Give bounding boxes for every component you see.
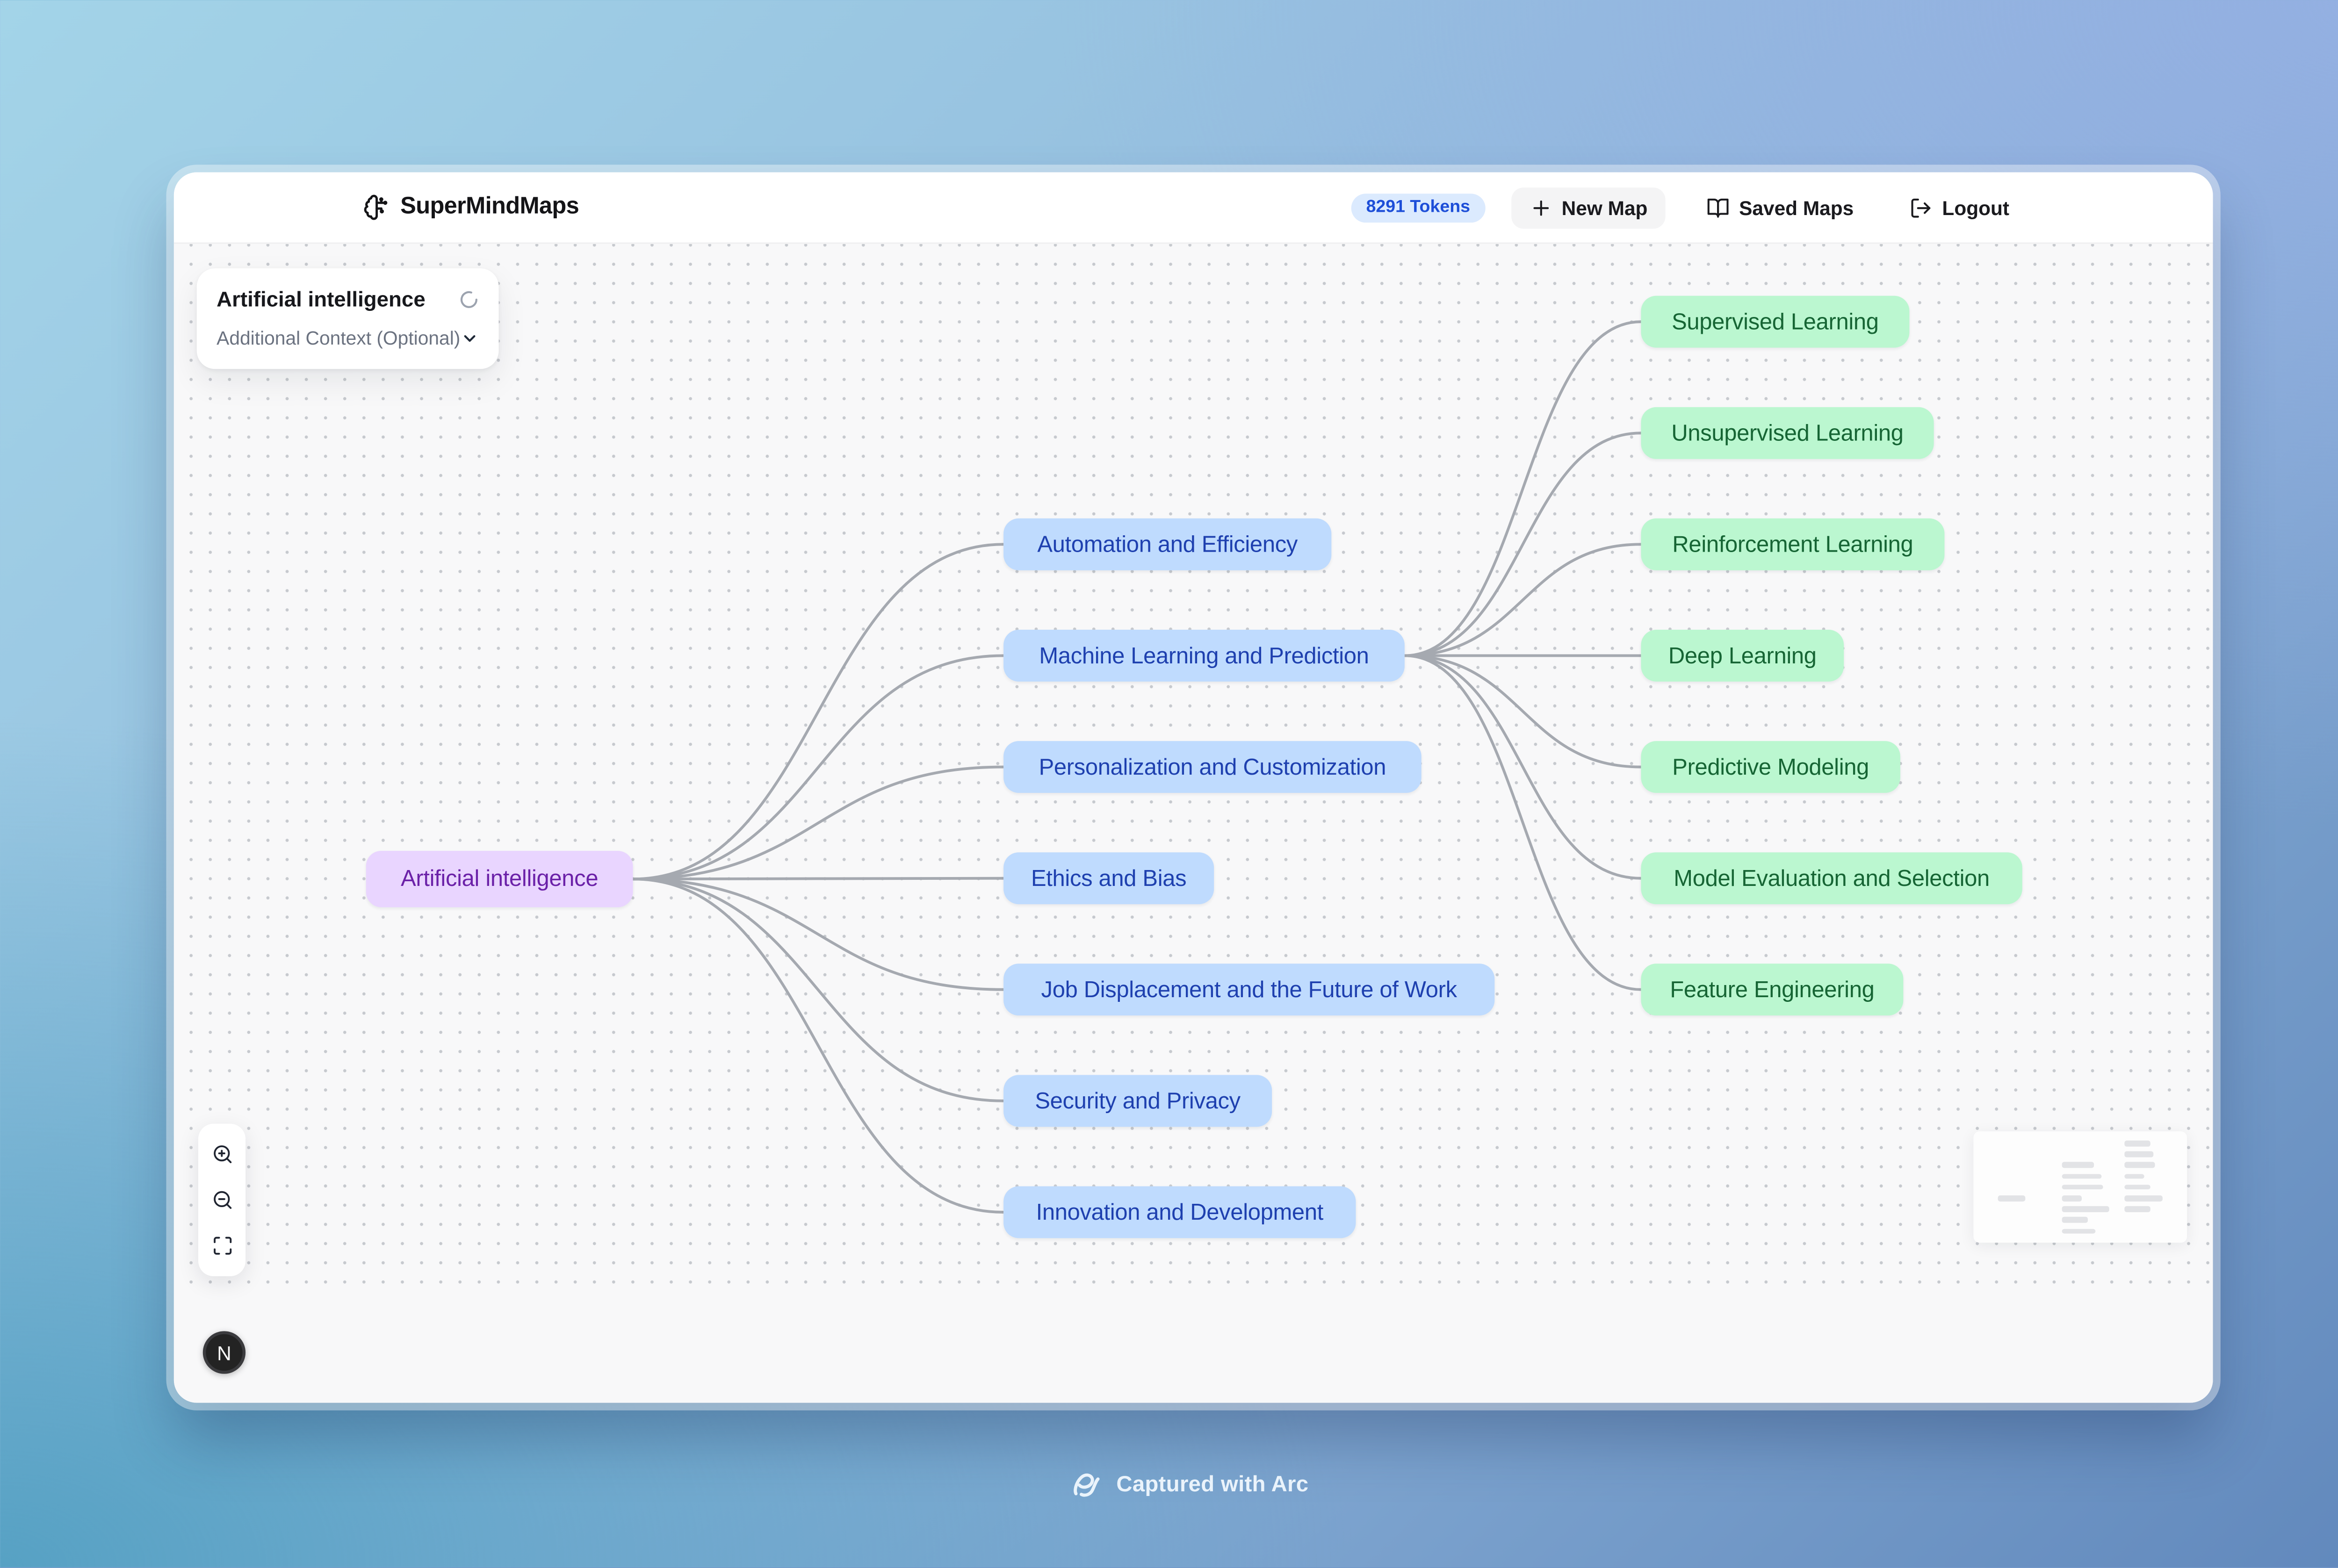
app-header: SuperMindMaps 8291 Tokens New Map bbox=[173, 172, 2213, 244]
mindmap-node-l1[interactable]: Supervised Learning bbox=[1641, 295, 1910, 348]
tokens-badge: 8291 Tokens bbox=[1350, 193, 1486, 222]
edge bbox=[1404, 320, 1641, 657]
mindmap-node-l2[interactable]: Unsupervised Learning bbox=[1641, 407, 1934, 459]
saved-maps-button[interactable]: Saved Maps bbox=[1692, 187, 1869, 228]
mindmap-node-b3[interactable]: Personalization and Customization bbox=[1003, 741, 1422, 793]
minimap-node bbox=[2124, 1162, 2155, 1168]
minimap-node bbox=[2061, 1184, 2103, 1190]
mindmap-node-b2[interactable]: Machine Learning and Prediction bbox=[1003, 630, 1405, 682]
edge bbox=[633, 543, 1004, 881]
avatar-initial: N bbox=[217, 1341, 231, 1364]
mindmap-node-l3[interactable]: Reinforcement Learning bbox=[1641, 518, 1945, 570]
app-title: SuperMindMaps bbox=[400, 194, 579, 220]
brain-logo-icon bbox=[362, 194, 390, 221]
logout-button[interactable]: Logout bbox=[1895, 187, 2024, 228]
watermark-text: Captured with Arc bbox=[1116, 1472, 1309, 1497]
mindmap-node-root[interactable]: Artificial intelligence bbox=[366, 850, 633, 907]
topic-title: Artificial intelligence bbox=[216, 287, 426, 311]
edge bbox=[1404, 654, 1641, 769]
plus-icon bbox=[1530, 196, 1552, 219]
minimap-node bbox=[2124, 1140, 2151, 1146]
new-map-label: New Map bbox=[1561, 196, 1648, 219]
user-avatar[interactable]: N bbox=[202, 1331, 246, 1374]
edge bbox=[1404, 654, 1641, 991]
edge bbox=[1404, 654, 1641, 880]
fullscreen-icon bbox=[211, 1235, 233, 1257]
mindmap-node-b6[interactable]: Security and Privacy bbox=[1003, 1075, 1272, 1127]
zoom-controls bbox=[198, 1123, 246, 1276]
edge bbox=[633, 878, 1004, 1214]
minimap-node bbox=[2124, 1206, 2150, 1212]
minimap-node bbox=[2061, 1206, 2110, 1212]
context-label: Additional Context (Optional) bbox=[216, 328, 461, 349]
zoom-out-icon bbox=[211, 1189, 233, 1211]
book-open-icon bbox=[1707, 196, 1730, 219]
saved-maps-label: Saved Maps bbox=[1739, 196, 1854, 219]
edge bbox=[633, 878, 1004, 991]
header-actions: 8291 Tokens New Map Saved Map bbox=[1350, 187, 2025, 228]
minimap-node bbox=[2061, 1173, 2101, 1179]
mindmap-node-l6[interactable]: Model Evaluation and Selection bbox=[1641, 852, 2022, 905]
minimap-node bbox=[2061, 1217, 2088, 1223]
loading-spinner-icon bbox=[459, 289, 479, 309]
edges-layer bbox=[633, 320, 1641, 1214]
mindmap-node-l5[interactable]: Predictive Modeling bbox=[1641, 741, 1900, 793]
mindmap-node-b5[interactable]: Job Displacement and the Future of Work bbox=[1003, 964, 1495, 1016]
mindmap-node-b4[interactable]: Ethics and Bias bbox=[1003, 852, 1214, 905]
new-map-button[interactable]: New Map bbox=[1511, 187, 1666, 228]
minimap-node bbox=[2124, 1184, 2150, 1190]
mindmap-node-b7[interactable]: Innovation and Development bbox=[1003, 1186, 1356, 1238]
mindmap-node-l7[interactable]: Feature Engineering bbox=[1641, 964, 1904, 1016]
logout-label: Logout bbox=[1942, 196, 2010, 219]
minimap-node bbox=[2124, 1151, 2153, 1157]
minimap-node bbox=[2061, 1228, 2096, 1234]
zoom-in-icon bbox=[211, 1144, 233, 1165]
zoom-out-button[interactable] bbox=[198, 1177, 245, 1223]
topic-row: Artificial intelligence bbox=[216, 287, 479, 311]
minimap-node bbox=[2061, 1162, 2094, 1168]
minimap-node bbox=[2124, 1195, 2162, 1201]
fullscreen-button[interactable] bbox=[198, 1223, 245, 1269]
app-header-inner: SuperMindMaps 8291 Tokens New Map bbox=[362, 173, 2025, 243]
mindmap-node-b1[interactable]: Automation and Efficiency bbox=[1003, 518, 1332, 570]
edge bbox=[633, 654, 1004, 881]
topic-panel: Artificial intelligence Additional Conte… bbox=[196, 268, 499, 369]
minimap-node bbox=[1998, 1195, 2025, 1201]
edge bbox=[1404, 432, 1641, 657]
arc-logo-icon bbox=[1070, 1468, 1102, 1500]
edge bbox=[1404, 543, 1641, 657]
zoom-in-button[interactable] bbox=[198, 1131, 245, 1177]
minimap-node bbox=[2061, 1195, 2082, 1201]
minimap-node bbox=[2124, 1173, 2144, 1179]
edge bbox=[633, 877, 1004, 881]
minimap[interactable] bbox=[1973, 1131, 2187, 1243]
mindmap-node-l4[interactable]: Deep Learning bbox=[1641, 630, 1844, 682]
context-toggle[interactable]: Additional Context (Optional) bbox=[216, 328, 479, 349]
capture-watermark: Captured with Arc bbox=[0, 1468, 2338, 1500]
brand: SuperMindMaps bbox=[362, 194, 579, 221]
app-window: SuperMindMaps 8291 Tokens New Map bbox=[173, 172, 2213, 1403]
chevron-down-icon bbox=[461, 329, 479, 347]
edge bbox=[633, 765, 1004, 881]
edge bbox=[633, 878, 1004, 1102]
logout-icon bbox=[1910, 196, 1933, 219]
